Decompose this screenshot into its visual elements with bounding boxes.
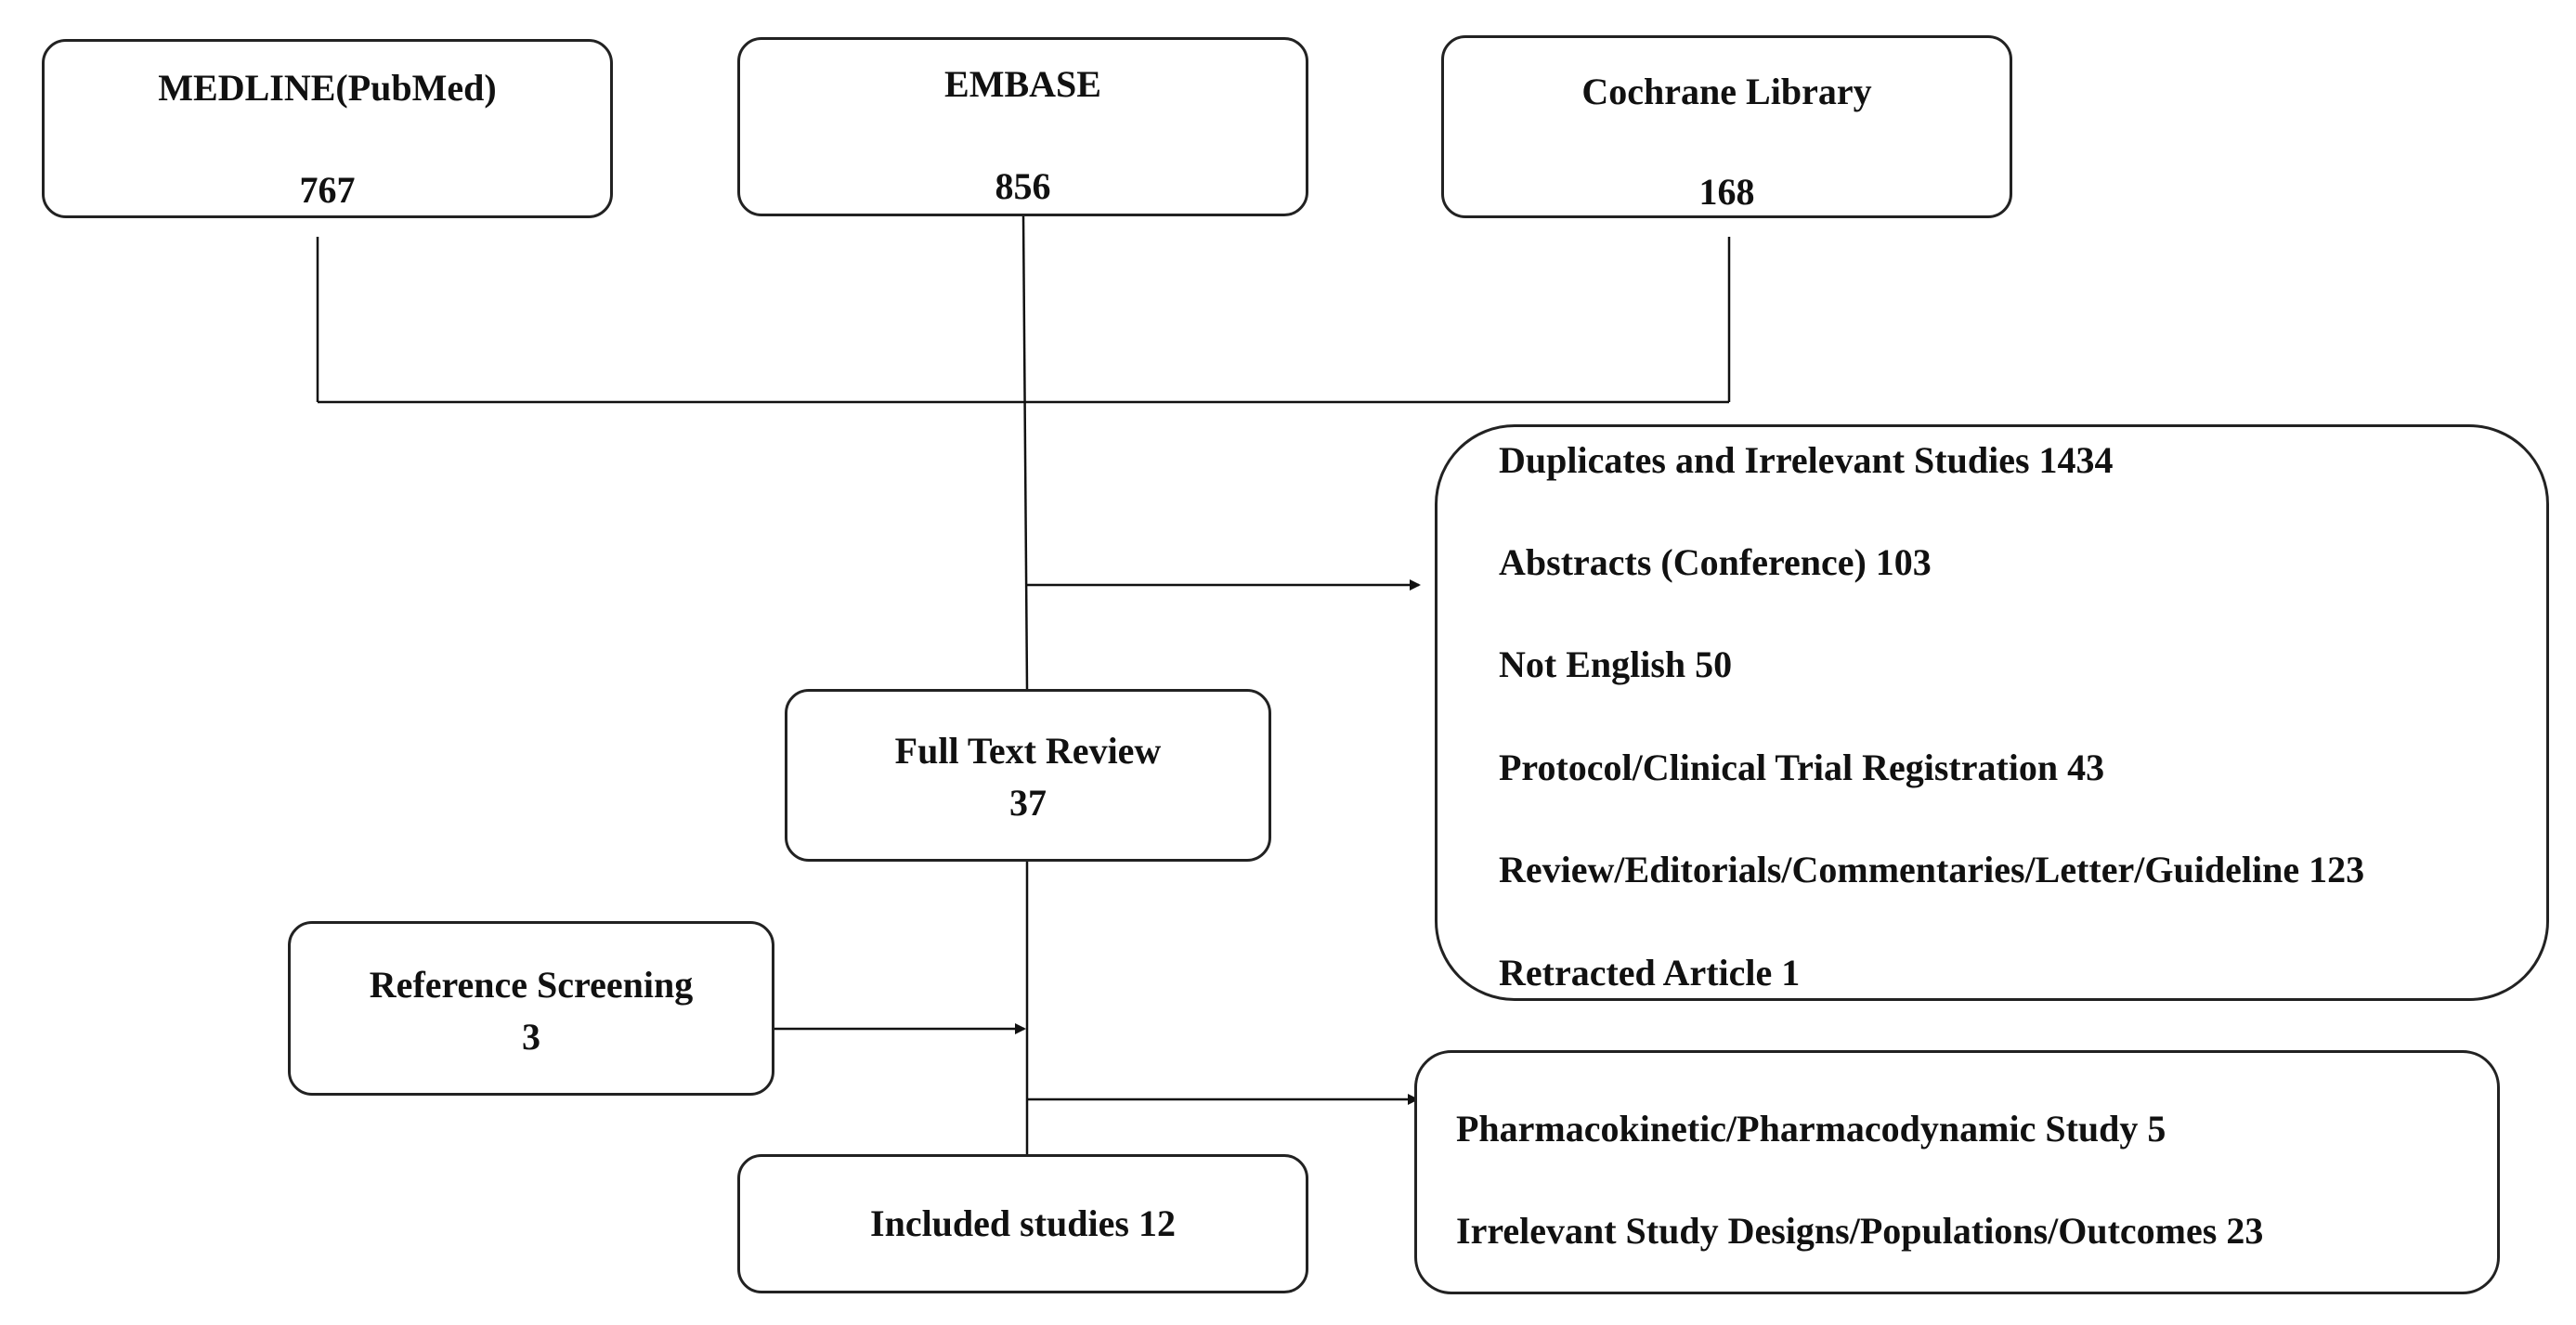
exclusion-item: Not English 50 xyxy=(1499,643,1733,685)
reference-screening-count: 3 xyxy=(522,1016,540,1058)
source-name: EMBASE xyxy=(944,63,1101,105)
source-box-medline: MEDLINE(PubMed) 767 xyxy=(42,39,613,218)
source-count: 767 xyxy=(299,169,356,211)
exclusion-item: Irrelevant Study Designs/Populations/Out… xyxy=(1456,1210,2264,1252)
reference-screening-label: Reference Screening xyxy=(369,964,694,1006)
source-box-cochrane: Cochrane Library 168 xyxy=(1441,35,2012,218)
source-name: MEDLINE(PubMed) xyxy=(158,67,497,109)
exclusion-box-full-text: Pharmacokinetic/Pharmacodynamic Study 5 … xyxy=(1414,1050,2500,1294)
source-name: Cochrane Library xyxy=(1581,71,1872,112)
line-main-to-fulltext xyxy=(1021,215,1029,690)
reference-screening-box: Reference Screening 3 xyxy=(288,921,774,1096)
exclusion-item: Review/Editorials/Commentaries/Letter/Gu… xyxy=(1499,849,2365,890)
exclusion-item: Abstracts (Conference) 103 xyxy=(1499,541,1932,583)
exclusion-box-screening: Duplicates and Irrelevant Studies 1434 A… xyxy=(1435,424,2549,1001)
full-text-review-label: Full Text Review xyxy=(894,730,1162,772)
exclusion-item: Pharmacokinetic/Pharmacodynamic Study 5 xyxy=(1456,1108,2166,1150)
source-box-embase: EMBASE 856 xyxy=(737,37,1308,216)
included-studies-box: Included studies 12 xyxy=(737,1154,1308,1293)
source-count: 856 xyxy=(995,165,1051,207)
exclusion-item: Protocol/Clinical Trial Registration 43 xyxy=(1499,747,2105,788)
full-text-review-count: 37 xyxy=(1009,782,1047,824)
full-text-review-box: Full Text Review 37 xyxy=(785,689,1271,862)
exclusion-item: Duplicates and Irrelevant Studies 1434 xyxy=(1499,439,2114,481)
exclusion-item: Retracted Article 1 xyxy=(1499,952,1801,994)
included-studies-label: Included studies 12 xyxy=(870,1202,1176,1244)
source-count: 168 xyxy=(1698,171,1755,213)
